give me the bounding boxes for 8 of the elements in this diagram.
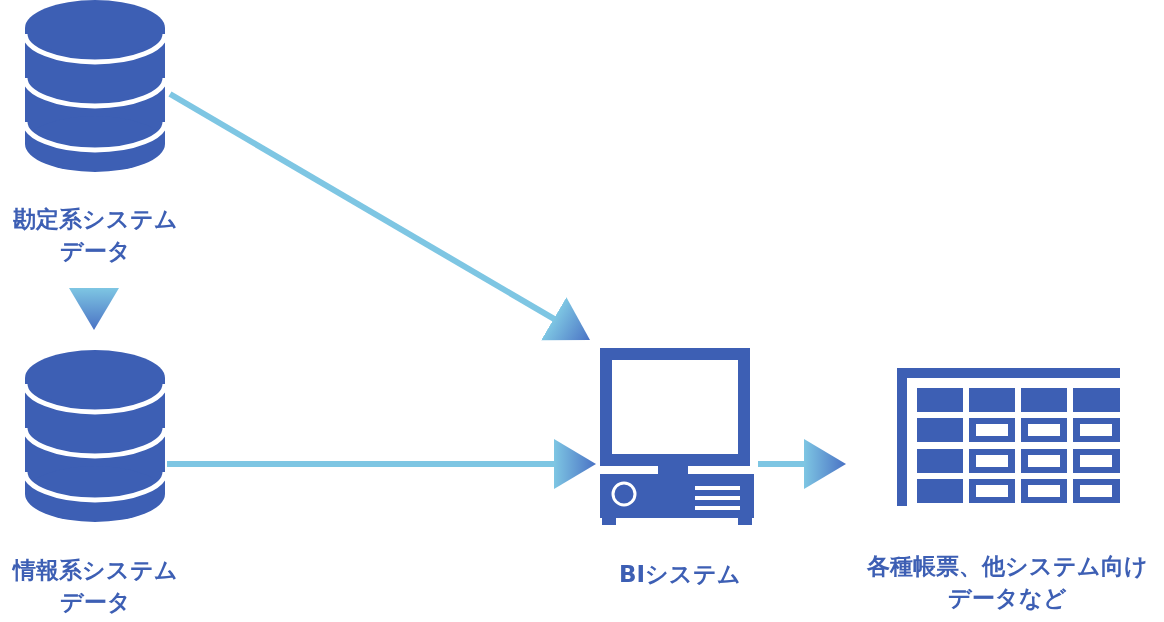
arrow	[758, 439, 846, 489]
arrow	[168, 91, 590, 341]
arrow	[167, 439, 596, 489]
node-label: 勘定系システムデータ	[11, 205, 179, 267]
node-label: 各種帳票、他システム向けデータなど	[866, 552, 1149, 614]
node-label: 情報系システムデータ	[11, 556, 179, 618]
node-label: BIシステム	[617, 560, 743, 589]
arrow	[69, 288, 119, 330]
